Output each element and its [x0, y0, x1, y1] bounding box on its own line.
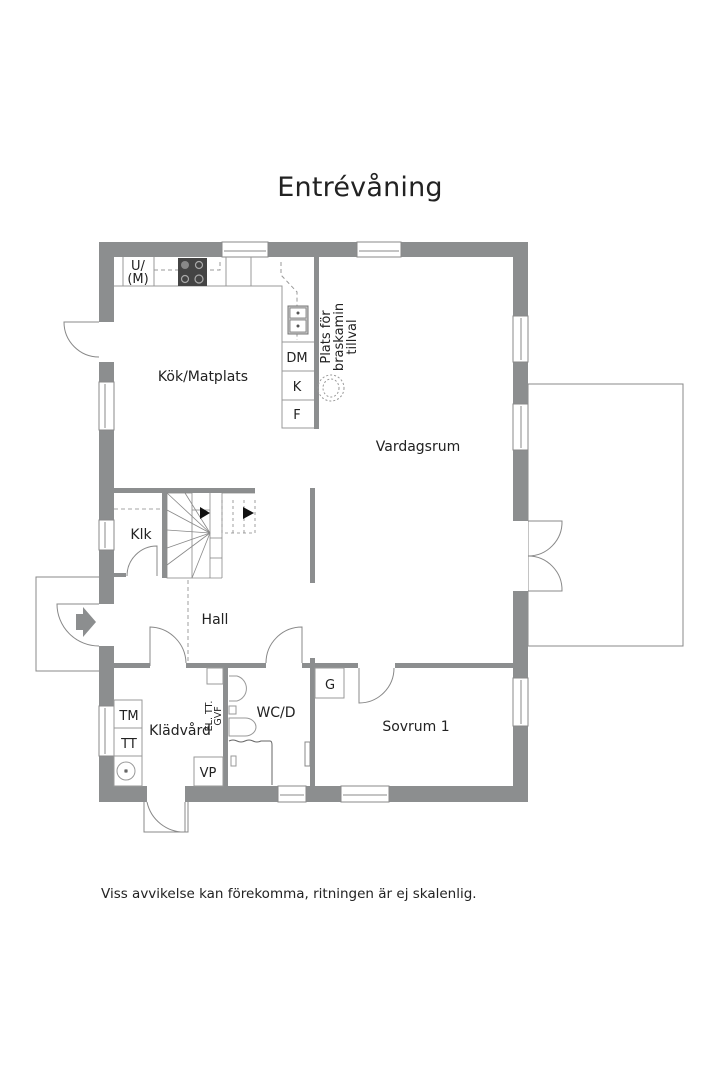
fixture-label-u: U/: [131, 259, 146, 274]
room-label-living: Vardagsrum: [376, 439, 461, 455]
fixture-label-wardrobe: G: [325, 678, 335, 693]
room-label-kitchen: Kök/Matplats: [158, 369, 248, 385]
windows: [98, 241, 529, 803]
laundry-fixtures: [113, 667, 224, 787]
utility-label-1: EL. TT.: [204, 701, 215, 732]
room-label-wc: WC/D: [256, 705, 295, 721]
room-label-bedroom: Sovrum 1: [382, 719, 449, 735]
exterior-walls: [99, 242, 528, 802]
room-label-laundry: Klädvård: [149, 722, 211, 739]
fireplace-note-line3: tillval: [345, 319, 360, 354]
fixture-label-dishwasher: DM: [286, 351, 307, 366]
stair-arrow-icon: [243, 507, 254, 519]
stair-arrow-icon: [200, 507, 210, 519]
doors: [56, 321, 563, 833]
staircase: [114, 492, 256, 662]
utility-label-2: GVF: [213, 706, 224, 725]
wardrobe-box: [314, 667, 345, 699]
entrance-arrow-icon: [76, 607, 96, 637]
terrace-outline: [527, 383, 684, 647]
fixture-label-water-heater: VP: [200, 766, 217, 781]
fixture-label-washer: TM: [118, 709, 138, 724]
fixture-label-fridge: K: [293, 380, 302, 395]
sink-icon: [287, 305, 309, 335]
fixture-label-freezer: F: [293, 408, 300, 423]
stove-icon: [178, 258, 207, 286]
wc-fixtures: [228, 675, 273, 785]
room-label-closet: Klk: [130, 527, 152, 543]
floor-title: Entrévåning: [277, 172, 443, 203]
fireplace-note-line1: Plats för: [319, 310, 334, 364]
fixture-label-dryer: TT: [120, 737, 137, 752]
interior-walls: [114, 257, 513, 786]
fireplace-placeholder-icon: [317, 374, 345, 402]
fireplace-note-line2: braskamin: [332, 303, 347, 371]
disclaimer-note: Viss avvikelse kan förekomma, ritningen …: [101, 886, 477, 902]
room-label-hall: Hall: [202, 612, 229, 628]
fixture-label-m: (M): [127, 272, 148, 287]
wall-openings: [99, 242, 528, 802]
